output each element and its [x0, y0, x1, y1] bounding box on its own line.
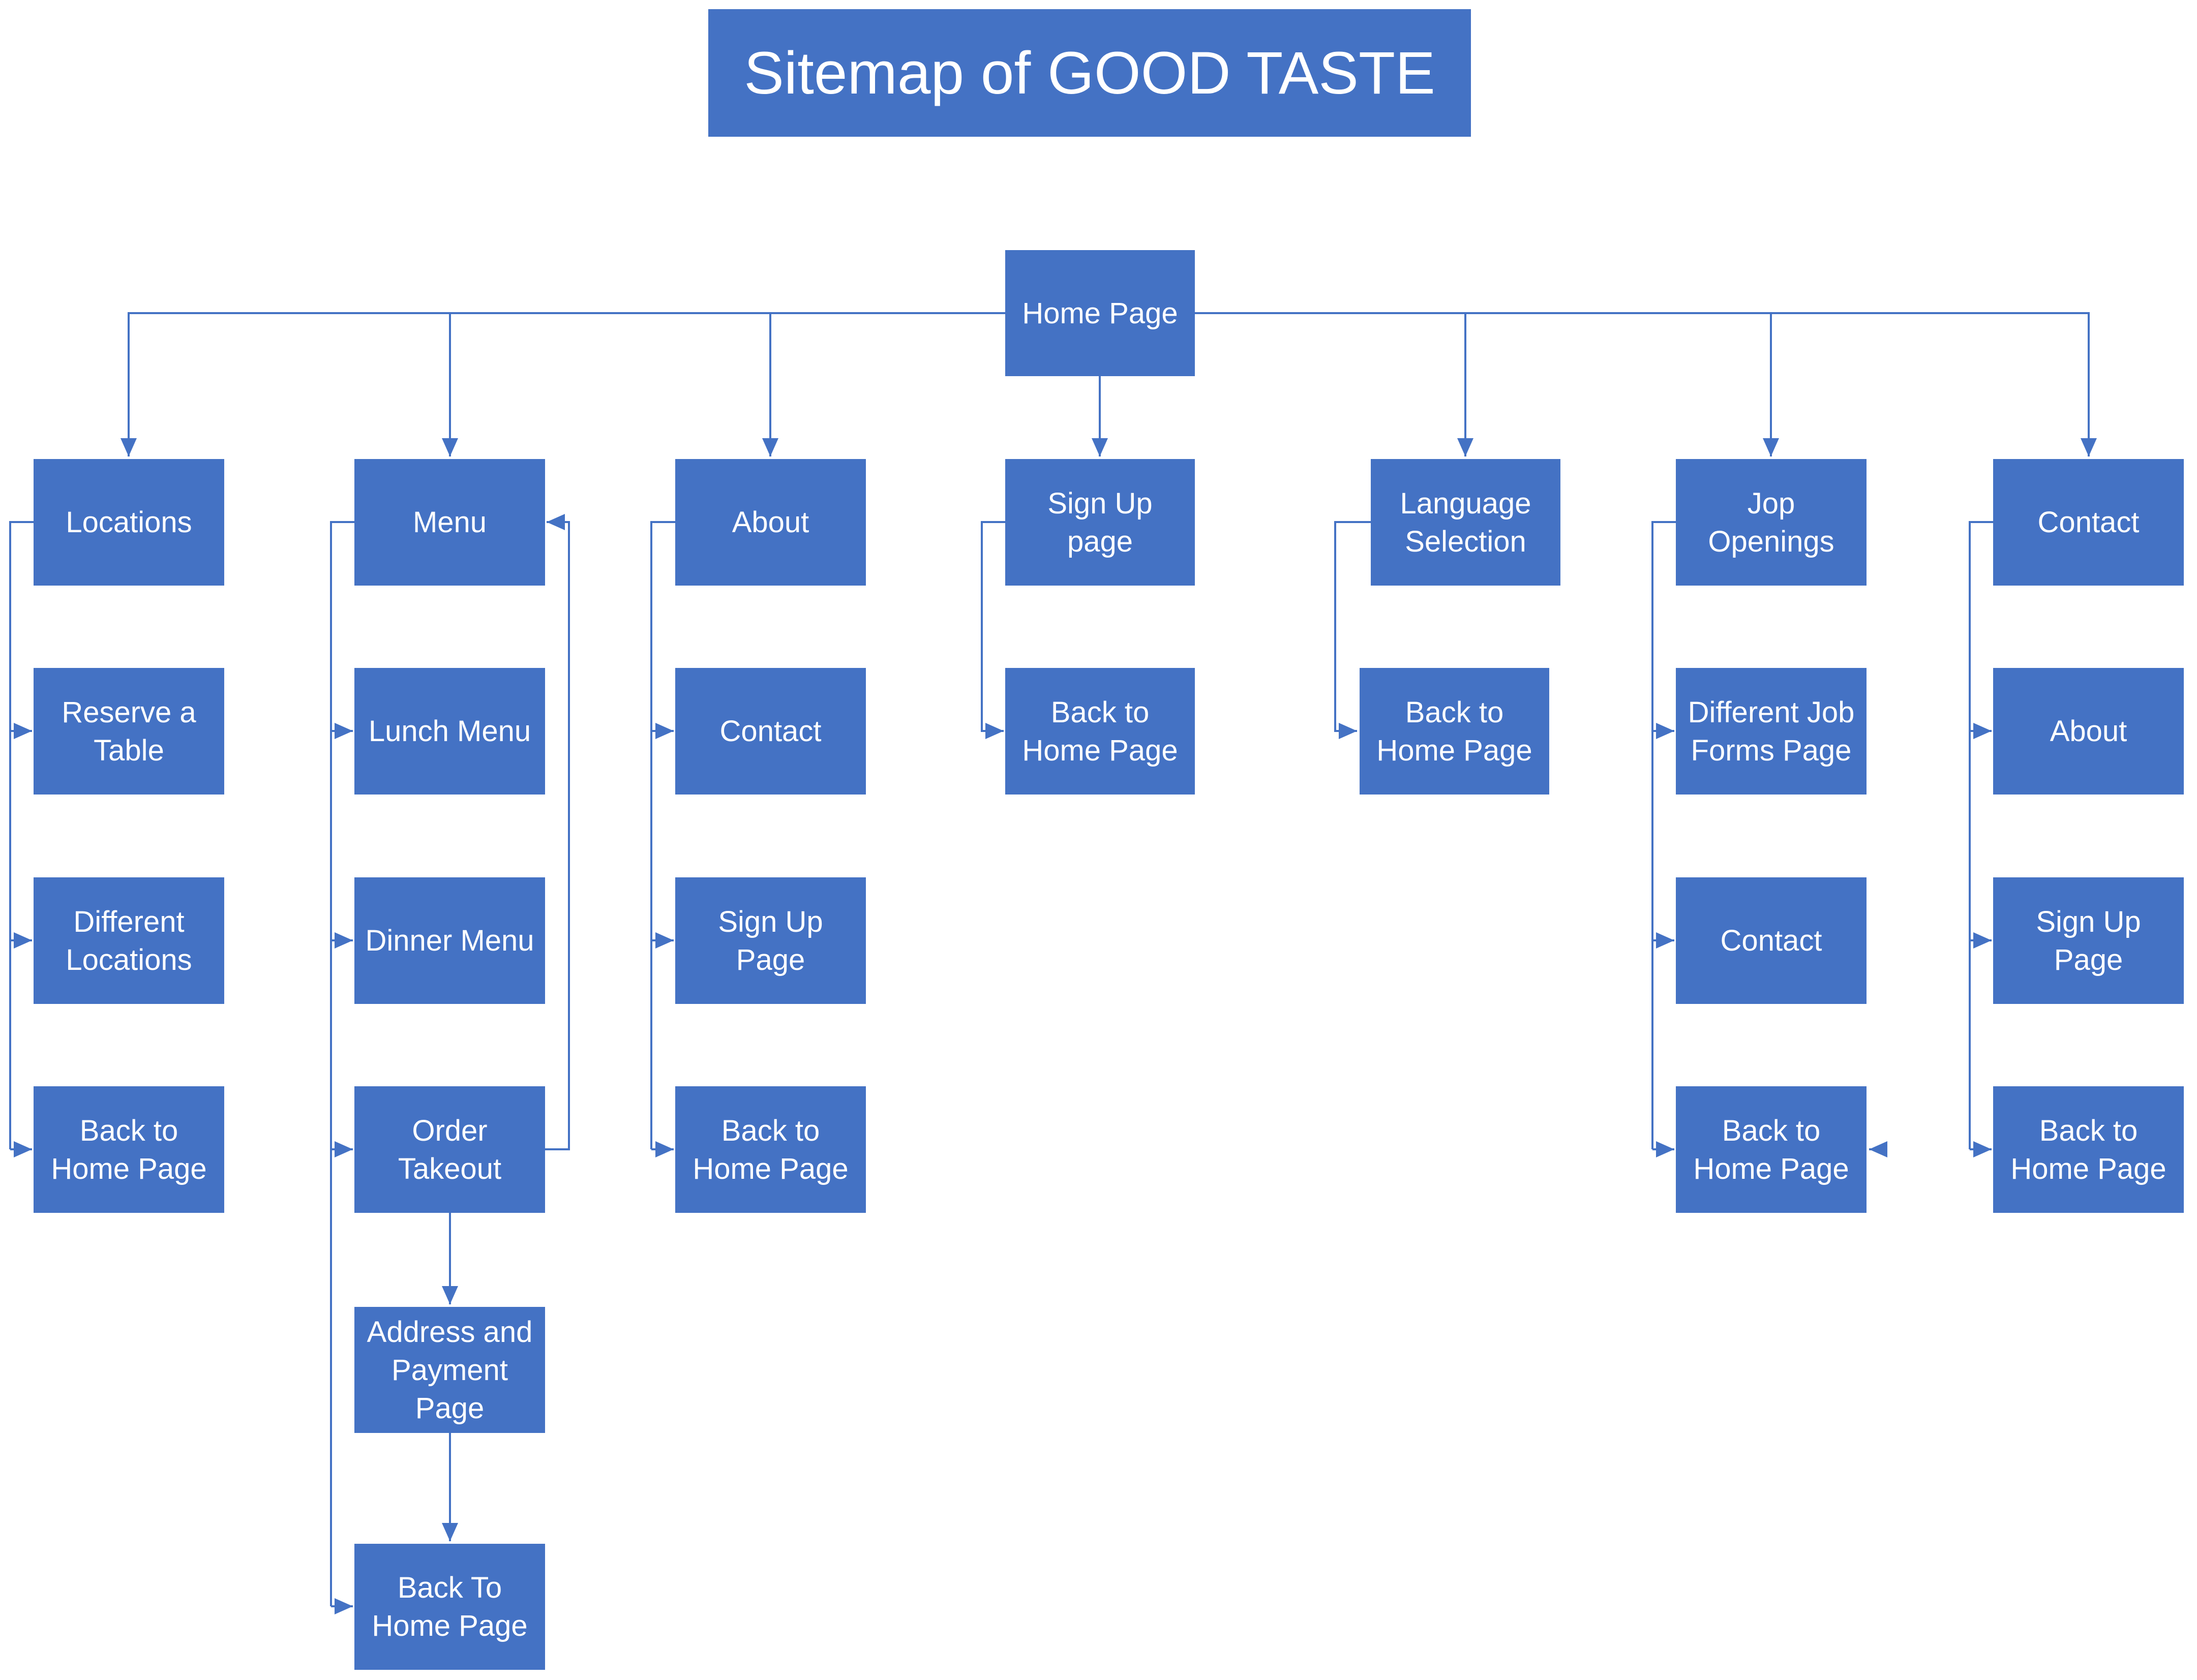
connector-signup-back [981, 521, 1005, 739]
node-dinner-menu[interactable]: Dinner Menu [354, 877, 545, 1004]
node-signup[interactable]: Sign Up page [1005, 459, 1195, 586]
node-contact-signup[interactable]: Sign Up Page [1993, 877, 2184, 1004]
node-about-signup[interactable]: Sign Up Page [675, 877, 866, 1004]
node-jobs-contact[interactable]: Contact [1676, 877, 1867, 1004]
node-contact-about[interactable]: About [1993, 668, 2184, 795]
node-language-back-home[interactable]: Back to Home Page [1360, 668, 1549, 795]
node-locations-back-home[interactable]: Back to Home Page [34, 1086, 224, 1213]
node-jobs-back-home[interactable]: Back to Home Page [1676, 1086, 1867, 1213]
node-menu[interactable]: Menu [354, 459, 545, 586]
node-locations[interactable]: Locations [34, 459, 224, 586]
connector-home-contact [1195, 312, 2097, 456]
connector-menu-trunk [330, 521, 354, 1606]
connector-locations-trunk [9, 521, 34, 1149]
node-contact[interactable]: Contact [1993, 459, 2184, 586]
node-home-page[interactable]: Home Page [1005, 250, 1195, 376]
node-reserve-table[interactable]: Reserve a Table [34, 668, 224, 795]
node-job-forms[interactable]: Different Job Forms Page [1676, 668, 1867, 795]
node-about[interactable]: About [675, 459, 866, 586]
node-menu-back-home[interactable]: Back To Home Page [354, 1544, 545, 1670]
node-job-openings[interactable]: Jop Openings [1676, 459, 1867, 586]
connector-language-back [1334, 521, 1371, 739]
node-order-takeout[interactable]: Order Takeout [354, 1086, 545, 1213]
node-address-payment[interactable]: Address and Payment Page [354, 1307, 545, 1433]
connector-order-loop [545, 514, 570, 1150]
node-about-back-home[interactable]: Back to Home Page [675, 1086, 866, 1213]
node-language-selection[interactable]: Language Selection [1371, 459, 1560, 586]
node-signup-back-home[interactable]: Back to Home Page [1005, 668, 1195, 795]
node-contact-back-home[interactable]: Back to Home Page [1993, 1086, 2184, 1213]
page-title: Sitemap of GOOD TASTE [708, 9, 1471, 137]
connector-contact-trunk [1969, 521, 1993, 1149]
connector-jobs-trunk [1651, 521, 1676, 1149]
node-lunch-menu[interactable]: Lunch Menu [354, 668, 545, 795]
node-different-locations[interactable]: Different Locations [34, 877, 224, 1004]
connector-about-trunk [650, 521, 675, 1149]
node-about-contact[interactable]: Contact [675, 668, 866, 795]
connector-home-locations [121, 312, 1005, 456]
